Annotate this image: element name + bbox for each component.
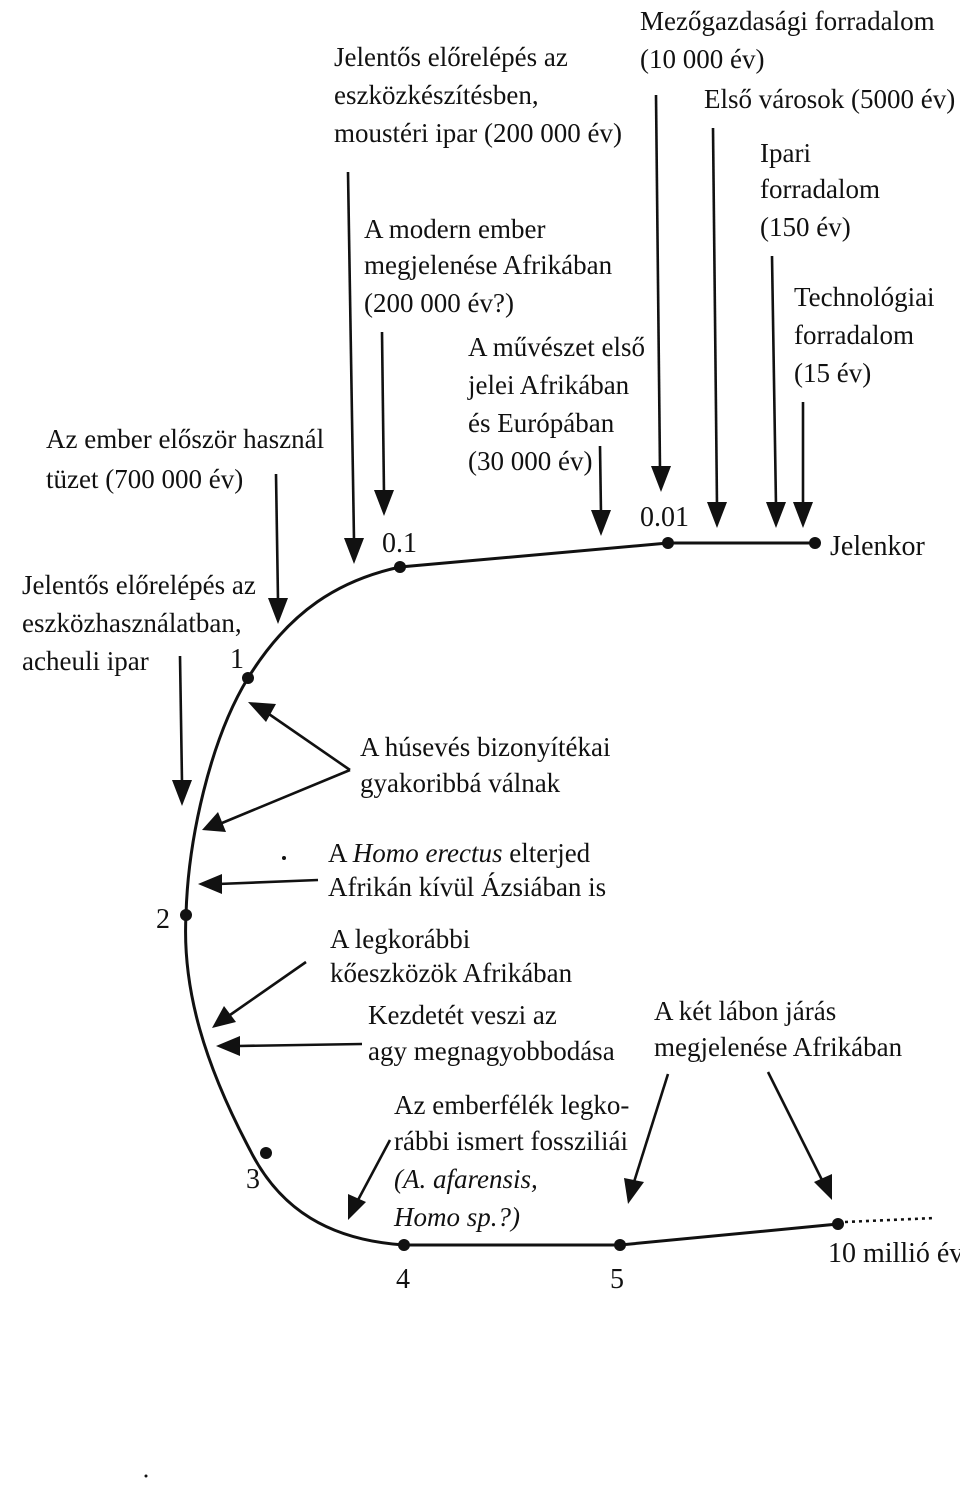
arrow-line-meat-upper [265, 710, 351, 772]
marker-dot-10m [832, 1218, 844, 1230]
marker-dot-2 [180, 909, 192, 921]
arrowhead-mousterian [344, 538, 364, 564]
arrowhead-fossils [348, 1194, 366, 1220]
arrow-line-brain [237, 1042, 363, 1048]
marker-dot-1 [242, 672, 254, 684]
label-industrial: Ipari forradalom (150 év) [760, 138, 887, 242]
arrow-line-modern-human [380, 331, 386, 495]
label-art: A művészet első jelei Afrikában és Európ… [467, 332, 652, 476]
marker-dot-3 [260, 1147, 272, 1159]
arrow-line-industrial [770, 255, 778, 507]
arrow-line-fossils [356, 1139, 392, 1201]
arrowhead-modern-human [374, 490, 394, 516]
arrowhead-industrial [766, 502, 786, 528]
arrowhead-fire [268, 598, 288, 624]
arrow-line-bipedal-left [632, 1073, 670, 1183]
arrow-line-art [598, 445, 603, 515]
tick-label-4: 4 [396, 1264, 410, 1295]
tick-label-2: 2 [156, 904, 170, 935]
label-agri: Mezőgazdasági forradalom (10 000 év) [640, 6, 941, 74]
arrow-line-cities [711, 127, 719, 507]
label-brain: Kezdetét veszi az agy megnagyobbodása [368, 1000, 615, 1066]
label-acheulean: Jelentős előrelépés az eszközhasználatba… [22, 570, 263, 676]
stray-mark [144, 1474, 148, 1478]
arrowhead-agri [651, 466, 671, 492]
arrowhead-technological [793, 502, 813, 528]
arrowhead-erectus [198, 874, 222, 894]
tick-label-0.1: 0.1 [382, 528, 417, 559]
arrowhead-cities [707, 502, 727, 528]
arrowhead-meat-upper [248, 702, 276, 722]
label-meat: A húsevés bizonyítékai gyakoribbá válnak [360, 732, 617, 798]
tick-label-3: 3 [246, 1164, 260, 1195]
arrow-line-fire [274, 473, 280, 601]
label-cities: Első városok (5000 év) [704, 84, 955, 114]
arrow-line-mousterian [346, 171, 356, 541]
arrow-line-erectus [217, 878, 319, 886]
stray-mark [282, 856, 286, 860]
arrowhead-acheulean [172, 780, 192, 806]
label-fossils: Az emberfélék legko- rábbi ismert fosszi… [393, 1090, 636, 1232]
label-fire: Az ember először használ tüzet (700 000 … [46, 424, 331, 494]
tick-label-5: 5 [610, 1264, 624, 1295]
tick-label-1: 1 [230, 644, 244, 675]
label-mousterian: Jelentős előrelépés az eszközkészítésben… [334, 42, 622, 148]
label-bipedal: A két lábon járás megjelenése Afrikában [654, 996, 903, 1062]
label-stone-tools: A legkorábbi kőeszközök Afrikában [330, 924, 573, 988]
marker-dot-4 [398, 1239, 410, 1251]
arrowhead-stone-tools [212, 1006, 236, 1028]
arrow-line-meat-lower [221, 768, 351, 825]
marker-dot-present [809, 537, 821, 549]
ten-million-label: 10 millió év [828, 1238, 960, 1269]
timeline-continuation-dots [844, 1216, 936, 1224]
marker-dot-0.01 [662, 537, 674, 549]
arrow-line-bipedal-right [766, 1071, 824, 1181]
arrowhead-bipedal-left [624, 1178, 644, 1204]
tick-label-0.01: 0.01 [640, 502, 689, 533]
arrow-line-stone-tools [229, 960, 307, 1017]
label-technological: Technológiai forradalom (15 év) [794, 282, 941, 388]
arrowhead-bipedal-right [814, 1174, 832, 1200]
arrowhead-art [591, 510, 611, 536]
marker-dot-0.1 [394, 561, 406, 573]
arrow-line-agri [654, 94, 662, 471]
arrow-line-acheulean [178, 655, 184, 783]
label-modern-human: A modern ember megjelenése Afrikában (20… [364, 214, 619, 318]
arrowhead-brain [216, 1036, 240, 1056]
label-erectus: A Homo erectus elterjed Afrikán kívül Áz… [328, 838, 606, 902]
present-label: Jelenkor [830, 531, 926, 562]
marker-dot-5 [614, 1239, 626, 1251]
arrowhead-meat-lower [202, 812, 226, 832]
